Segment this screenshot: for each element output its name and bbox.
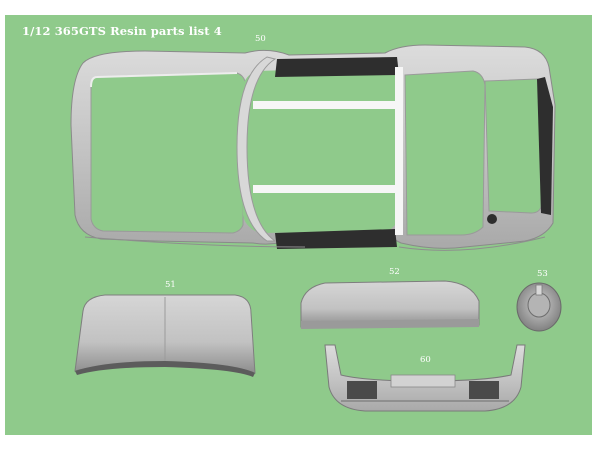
part-51-rear-deck-lid: [74, 294, 256, 377]
part-50-body-shell: [70, 44, 556, 251]
parts-illustration: [70, 44, 562, 412]
part-number-label: 53: [537, 269, 548, 279]
part-number-label: 51: [165, 280, 176, 290]
parts-list-title: 1/12 365GTS Resin parts list 4: [22, 24, 222, 38]
part-number-label: 60: [420, 355, 431, 365]
part-number-label: 52: [389, 267, 400, 277]
part-53-round-knob: [516, 282, 562, 332]
part-52-dashboard-panel: [300, 280, 480, 329]
part-60-front-valance: [324, 344, 526, 412]
resin-parts-photo: 1/12 365GTS Resin parts list 4 50 51 52 …: [5, 15, 592, 435]
part-number-label: 50: [255, 34, 266, 44]
